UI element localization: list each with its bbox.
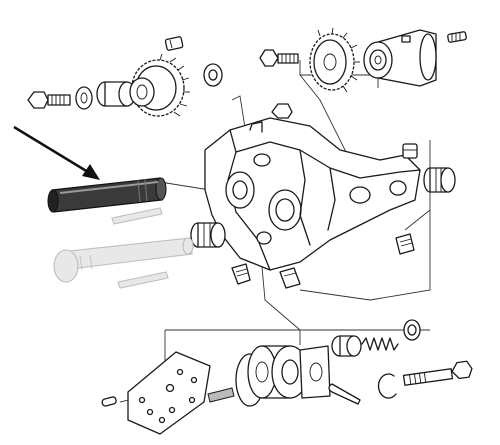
screw-top-right: [447, 31, 467, 43]
pin-small: [101, 396, 117, 407]
highlighted-shaft: [47, 177, 167, 213]
relief-plunger: [331, 335, 362, 357]
bushing-center-left: [190, 222, 226, 248]
driven-gear: [129, 53, 190, 117]
rotor-pin: [207, 387, 235, 403]
bolt-top: [259, 49, 299, 67]
cover-plate: [127, 351, 211, 435]
main-housing: [204, 117, 421, 271]
faded-key-lower: [117, 271, 169, 289]
plug-right: [395, 233, 415, 255]
bushing-left: [96, 81, 136, 107]
bushing-right: [423, 167, 456, 193]
spring-washer-left: [75, 86, 93, 110]
pump-housing-cap: [363, 29, 437, 87]
split-pin: [328, 383, 361, 405]
faded-key-upper: [111, 207, 163, 225]
plug-washer: [403, 319, 421, 341]
pump-rotors: [235, 345, 331, 407]
plug-center: [279, 267, 301, 289]
faded-long-shaft: [53, 237, 194, 283]
drive-gear: [309, 27, 360, 93]
nut-top: [271, 103, 293, 119]
bolt-left: [27, 91, 71, 109]
plug-lower: [231, 263, 251, 285]
relief-spring: [361, 337, 399, 351]
washer-top-left: [203, 63, 223, 87]
cap-right-top: [402, 143, 418, 159]
long-bolt: [402, 360, 473, 386]
pointer-arrow: [13, 125, 100, 180]
circlip: [377, 373, 397, 399]
small-key: [164, 36, 184, 51]
